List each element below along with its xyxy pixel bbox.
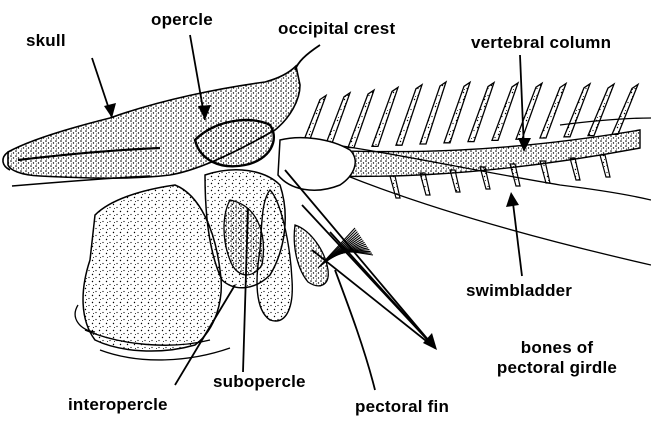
rib [420,173,430,195]
label-pectoral-fin: pectoral fin [355,397,449,417]
rib [450,170,460,192]
occipital-crest-arrow [295,45,320,70]
label-bones-of-pectoral-girdle: bones of pectoral girdle [472,338,642,378]
pectoral-fin-arrow [335,270,375,390]
neural-spine [612,84,638,134]
girdle-line-4 [330,232,435,348]
label-interopercle: interopercle [68,395,168,415]
neural-spine [492,83,518,140]
neural-spine [540,84,566,139]
label-bones-of-pectoral-girdle-line2: pectoral girdle [472,358,642,378]
label-subopercle: subopercle [213,372,306,392]
neural-spine [564,84,590,137]
label-opercle: opercle [151,10,213,30]
neural-spine [516,83,542,139]
neural-spine [372,87,398,146]
neural-spine [396,85,422,146]
label-skull: skull [26,31,66,51]
neural-spine [468,83,494,142]
label-occipital-crest: occipital crest [278,19,395,39]
neural-spine [444,82,470,143]
swimbladder-arrowhead [506,192,519,207]
label-bones-of-pectoral-girdle-line1: bones of [472,338,642,358]
neural-spine [420,82,446,144]
rib [600,155,610,177]
pectoral-girdle-shape [257,138,355,321]
neural-spine [348,90,374,148]
rib [570,158,580,180]
girdle-line-3 [312,250,435,348]
label-swimbladder: swimbladder [466,281,572,301]
neural-spine [588,84,614,136]
rib [390,176,400,198]
rib [540,161,550,183]
label-vertebral-column: vertebral column [471,33,611,53]
swimbladder-arrow [512,195,522,276]
